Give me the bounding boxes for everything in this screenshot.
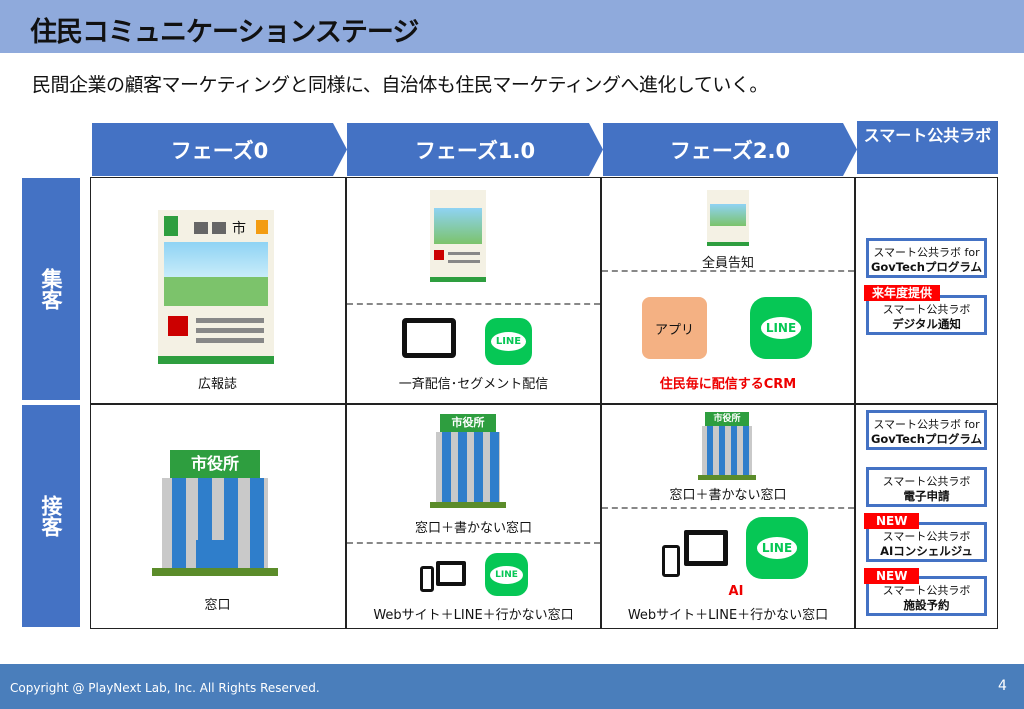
city-hall-icon: 市役所	[152, 450, 278, 578]
cell-online-caption: Webサイト＋LINE＋行かない窓口	[373, 608, 574, 623]
dashed-divider	[602, 507, 854, 509]
lab-box-line1: スマート公共ラボ	[882, 303, 971, 316]
row-label-attract: 集客	[22, 178, 80, 400]
cell-crm-caption: 住民毎に配信するCRM	[659, 377, 797, 392]
line-app-icon: LINE	[485, 553, 528, 596]
row-label-text: 接客	[39, 495, 63, 537]
smartphone-icon	[662, 545, 680, 577]
lab-header: スマート公共ラボ	[857, 121, 998, 174]
copyright: Copyright @ PlayNext Lab, Inc. All Right…	[10, 681, 320, 695]
monitor-icon	[436, 561, 466, 586]
app-icon: アプリ	[642, 297, 707, 359]
subtitle: 民間企業の顧客マーケティングと同様に、自治体も住民マーケティングへ進化していく。	[32, 74, 768, 96]
lab-box-line1: スマート公共ラボ	[882, 584, 971, 597]
city-hall-sign: 市役所	[440, 414, 496, 432]
next-year-badge: 来年度提供	[864, 285, 941, 301]
cell-notice-caption: 全員告知	[701, 256, 754, 271]
brochure-city-text: 市	[232, 221, 246, 237]
page-title: 住民コミュニケーションステージ	[30, 17, 419, 48]
cell-online-ai-caption: Webサイト＋LINE＋行かない窓口	[627, 608, 829, 623]
lab-box-line2: 施設予約	[903, 598, 950, 612]
line-label: LINE	[760, 317, 802, 339]
brochure-icon: 市	[158, 210, 274, 364]
line-app-icon: LINE	[750, 297, 812, 359]
lab-box-line1: スマート公共ラボ	[882, 530, 971, 543]
monitor-icon	[684, 530, 728, 566]
lab-box-line2: GovTechプログラム	[870, 260, 983, 274]
city-hall-icon: 市役所	[698, 412, 756, 480]
line-label: LINE	[490, 565, 523, 584]
cell-brochure-caption: 広報誌	[197, 377, 237, 392]
phase-2-header: フェーズ2.0	[603, 123, 857, 176]
new-badge: NEW	[864, 513, 920, 529]
page-number: 4	[998, 678, 1007, 694]
new-badge: NEW	[864, 568, 920, 584]
row-label-service: 接客	[22, 405, 80, 627]
lab-box-line2: 電子申請	[903, 489, 950, 503]
phase-0-header: フェーズ0	[92, 123, 347, 176]
cell-broadcast-caption: 一斉配信･セグメント配信	[398, 377, 549, 392]
city-hall-sign: 市役所	[705, 412, 749, 426]
lab-box-line2: デジタル通知	[892, 317, 961, 331]
line-app-icon: LINE	[485, 318, 532, 365]
lab-box-line2: GovTechプログラム	[870, 432, 983, 446]
lab-box-line2: AIコンシェルジュ	[880, 544, 973, 558]
dashed-divider	[602, 270, 854, 272]
phase-1-header: フェーズ1.0	[347, 123, 603, 176]
divider	[90, 403, 998, 405]
line-app-icon: LINE	[746, 517, 808, 579]
cell-counter-caption: 窓口	[204, 598, 231, 613]
footer-bar	[0, 664, 1024, 709]
ai-label: AI	[728, 584, 744, 599]
brochure-icon	[707, 190, 749, 246]
dashed-divider	[347, 542, 600, 544]
line-label: LINE	[756, 537, 798, 559]
city-hall-icon: 市役所	[430, 414, 506, 508]
cell-counter-caption: 窓口＋書かない窓口	[414, 521, 532, 536]
lab-e-application-box[interactable]: スマート公共ラボ電子申請	[866, 467, 987, 507]
cell-counter-caption: 窓口＋書かない窓口	[669, 488, 787, 503]
lab-box-line1: スマート公共ラボ for	[873, 418, 980, 431]
dashed-divider	[347, 303, 600, 305]
lab-digital-notice-box[interactable]: スマート公共ラボデジタル通知	[866, 295, 987, 335]
line-label: LINE	[490, 332, 527, 351]
lab-box-line1: スマート公共ラボ for	[873, 246, 980, 259]
lab-box-line1: スマート公共ラボ	[882, 475, 971, 488]
title-bar	[0, 0, 1024, 53]
brochure-icon	[430, 190, 486, 282]
city-hall-sign: 市役所	[170, 450, 260, 478]
row-label-text: 集客	[39, 268, 63, 310]
smartphone-icon	[420, 566, 434, 592]
mail-icon	[402, 318, 456, 358]
